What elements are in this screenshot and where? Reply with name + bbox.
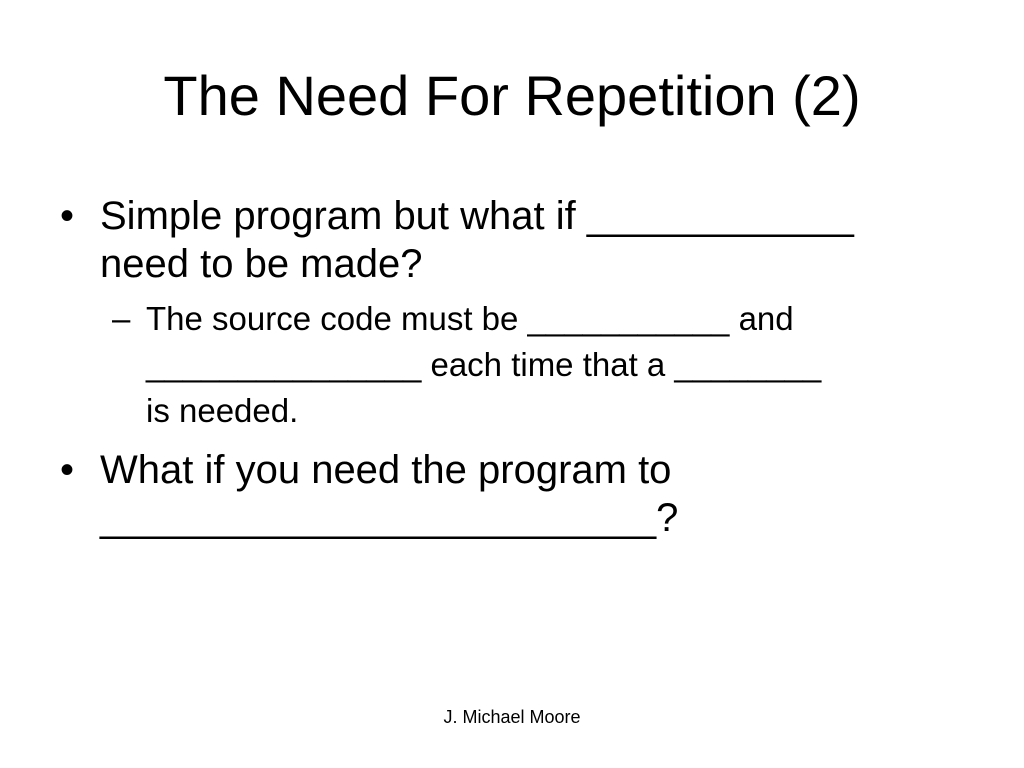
bullet-icon: • xyxy=(60,448,75,492)
slide-title: The Need For Repetition (2) xyxy=(163,64,861,127)
bullet-item: • What if you need the program to ______… xyxy=(60,446,980,542)
sub-bullet-text-line: _______________ each time that a _______… xyxy=(146,346,822,383)
sub-bullet-item: – The source code must be ___________ an… xyxy=(100,296,980,434)
sub-bullet-text-line: is needed. xyxy=(146,392,299,429)
dash-icon: – xyxy=(112,300,131,337)
bullet-text-line: Simple program but what if ____________ xyxy=(100,194,854,238)
bullet-icon: • xyxy=(60,194,75,238)
bullet-text-line: What if you need the program to xyxy=(100,448,672,492)
sub-bullet-text-line: The source code must be ___________ and xyxy=(146,300,794,337)
bullet-item: • Simple program but what if ___________… xyxy=(60,192,980,288)
slide-body: • Simple program but what if ___________… xyxy=(60,192,980,550)
footer-author: J. Michael Moore xyxy=(443,707,581,727)
bullet-text-line: need to be made? xyxy=(100,242,423,286)
bullet-text-line: _________________________? xyxy=(100,496,679,540)
